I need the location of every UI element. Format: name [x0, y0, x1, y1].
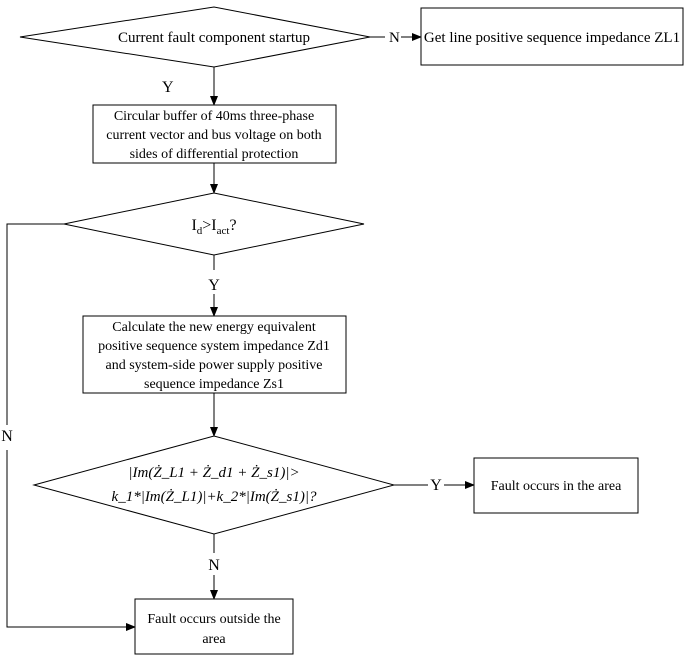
- im-yes-label: Y: [430, 477, 442, 494]
- outside-area-line-2: area: [202, 632, 226, 647]
- inside-area-label: Fault occurs in the area: [491, 479, 622, 494]
- buffer-line-3: sides of differential protection: [130, 147, 299, 162]
- inside-area-box: Fault occurs in the area: [473, 457, 639, 514]
- startup-decision-label: Current fault component startup: [118, 30, 310, 46]
- buffer-line-1: Circular buffer of 40ms three-phase: [114, 109, 314, 124]
- startup-yes-edge: Y: [162, 67, 218, 106]
- im-check-line-2: k_1*|Im(Ż_L1)|+k_2*|Im(Ż_s1)|?: [112, 489, 317, 505]
- calculate-line-1: Calculate the new energy equivalent: [112, 320, 316, 335]
- calculate-line-2: positive sequence system impedance Zd1: [98, 339, 330, 354]
- im-yes-edge: Y: [394, 477, 475, 494]
- id-check-label: Id>Iact?: [191, 217, 236, 237]
- im-no-edge: N: [208, 534, 220, 600]
- id-yes-edge: Y: [208, 255, 220, 317]
- id-check-decision: Id>Iact?: [63, 192, 365, 256]
- outside-area-box: Fault occurs outside the area: [134, 598, 294, 655]
- calculate-box: Calculate the new energy equivalent posi…: [82, 315, 347, 394]
- startup-no-label: N: [389, 30, 400, 46]
- calculate-line-4: sequence impedance Zs1: [144, 377, 284, 392]
- im-no-label: N: [208, 557, 220, 574]
- buffer-box: Circular buffer of 40ms three-phase curr…: [92, 104, 337, 164]
- calculate-line-3: and system-side power supply positive: [106, 358, 323, 373]
- get-impedance-label: Get line positive sequence impedance ZL1: [424, 30, 680, 46]
- id-yes-label: Y: [208, 277, 220, 294]
- startup-decision: Current fault component startup: [19, 6, 371, 68]
- outside-area-line-1: Fault occurs outside the: [147, 612, 280, 627]
- buffer-line-2: current vector and bus voltage on both: [106, 128, 321, 143]
- id-no-edge: N: [1, 223, 136, 631]
- get-impedance-box: Get line positive sequence impedance ZL1: [420, 7, 684, 66]
- im-check-line-1: |Im(Ż_L1 + Ż_d1 + Ż_s1)|>: [128, 465, 299, 481]
- im-check-decision: |Im(Ż_L1 + Ż_d1 + Ż_s1)|> k_1*|Im(Ż_L1)|…: [32, 435, 396, 535]
- startup-no-edge: N: [370, 30, 422, 46]
- startup-yes-label: Y: [162, 79, 174, 96]
- id-no-label: N: [1, 428, 13, 445]
